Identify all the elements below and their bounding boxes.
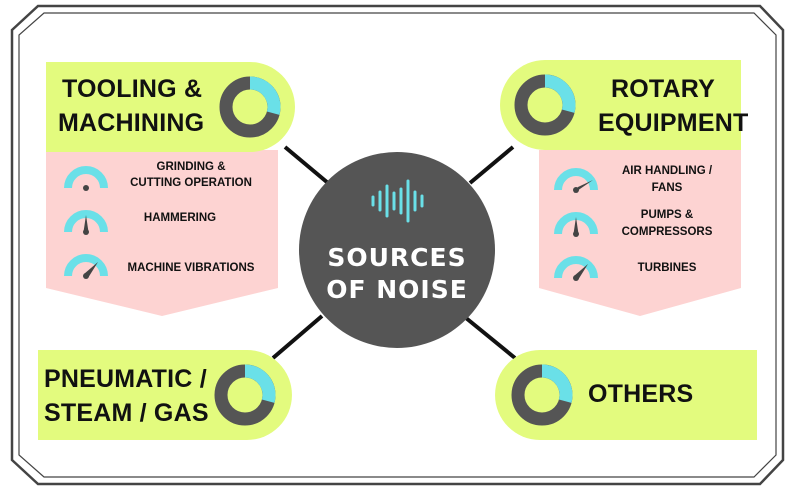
connector-tooling	[283, 145, 330, 185]
tooling-item-machine-vibrations: MACHINE VIBRATIONS	[127, 262, 255, 274]
pneumatic-title-line1: PNEUMATIC /	[44, 365, 207, 393]
tooling-item-grinding-line2: CUTTING OPERATION	[130, 177, 252, 189]
others-title: OTHERS	[588, 380, 694, 408]
gauge-icon	[558, 216, 594, 237]
rotary-item-air-handling-line1: AIR HANDLING /	[621, 165, 713, 177]
tooling-item-hammering: HAMMERING	[143, 212, 217, 224]
gauge-icon	[558, 172, 594, 193]
tooling-title-line1: TOOLING &	[62, 75, 203, 103]
connector-rotary	[468, 145, 515, 185]
rotary-item-pumps-line2: COMPRESSORS	[621, 226, 713, 238]
center-title-line1: SOURCES	[327, 243, 467, 272]
rotary-title-line2: EQUIPMENT	[598, 109, 749, 137]
tooling-item-grinding-line1: GRINDING &	[156, 161, 226, 173]
gauge-icon	[558, 260, 594, 281]
rotary-items-panel	[539, 150, 741, 316]
rotary-title-line1: ROTARY	[611, 75, 715, 103]
gauge-icon	[68, 170, 104, 191]
sound-wave-icon	[371, 179, 424, 223]
connector-pneumatic	[271, 314, 324, 360]
center-title-line2: OF NOISE	[326, 275, 468, 304]
gauge-icon	[68, 258, 104, 279]
gauge-icon	[68, 214, 104, 235]
connector-others	[464, 316, 517, 360]
rotary-item-pumps-line1: PUMPS &	[640, 209, 694, 221]
pneumatic-title-line2: STEAM / GAS	[44, 399, 209, 427]
rotary-item-air-handling-line2: FANS	[651, 182, 683, 194]
tooling-title-line2: MACHINING	[58, 109, 205, 137]
rotary-item-turbines: TURBINES	[637, 262, 697, 274]
